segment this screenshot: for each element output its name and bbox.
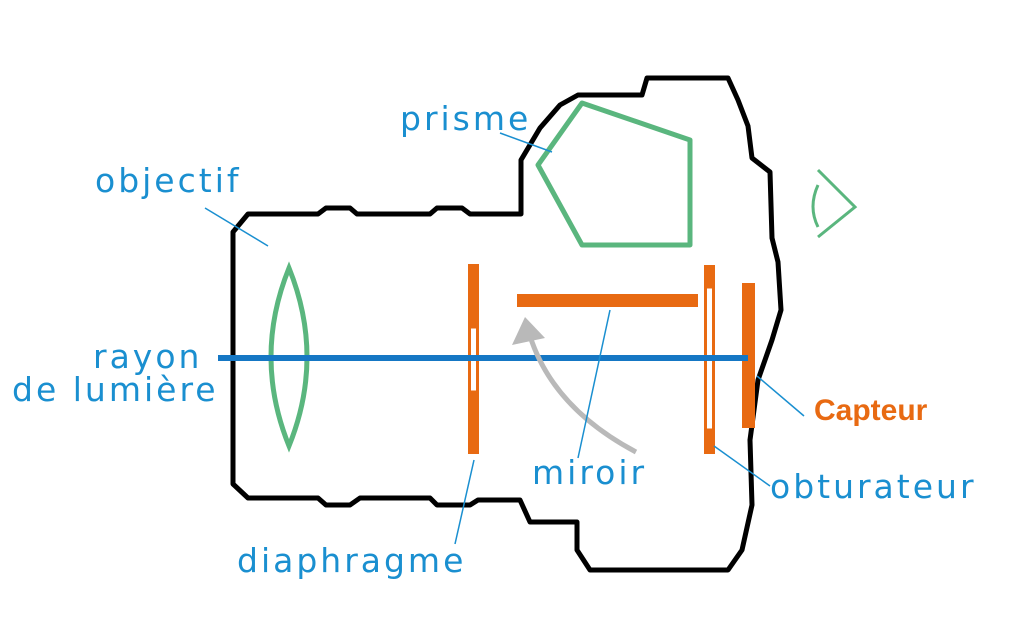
label-obturateur: obturateur <box>770 467 977 506</box>
label-rayon-line2: de lumière <box>12 370 219 409</box>
arrow-head-icon <box>512 317 545 345</box>
eye-icon <box>811 168 858 239</box>
label-objectif: objectif <box>95 161 241 200</box>
label-prisme: prisme <box>400 99 531 138</box>
prisme-leader <box>499 132 553 153</box>
label-rayon-line1: rayon <box>93 337 202 376</box>
label-diaphragme: diaphragme <box>237 541 466 580</box>
lens-shape <box>268 261 310 453</box>
objectif-leader <box>204 207 269 247</box>
miroir-leader <box>577 309 611 459</box>
diaphragme-leader <box>454 459 475 545</box>
mirror-flip-arrow <box>527 335 638 455</box>
label-miroir: miroir <box>532 453 647 492</box>
camera-body-outline <box>230 75 784 573</box>
label-capteur: Capteur <box>814 394 928 427</box>
capteur-leader <box>756 375 805 417</box>
prism-shape <box>535 100 693 248</box>
obturateur-leader <box>713 445 771 487</box>
sensor-shape <box>742 283 755 428</box>
mirror-shape <box>517 294 698 307</box>
